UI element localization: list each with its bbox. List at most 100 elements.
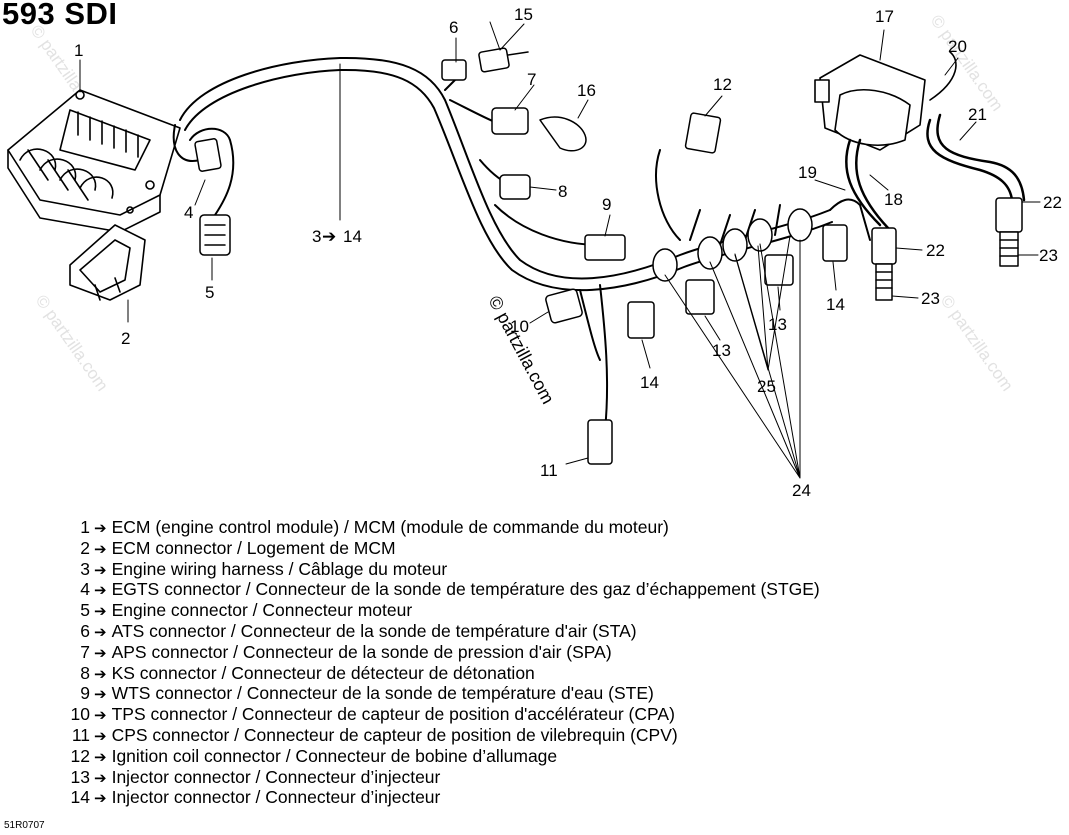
callout-19: 19: [798, 163, 817, 182]
arrow-icon: ➔: [94, 540, 107, 558]
parts-legend: 1➔ECM (engine control module) / MCM (mod…: [62, 517, 1052, 808]
arrow-icon: ➔: [94, 644, 107, 662]
callout-3: 3: [312, 227, 321, 246]
callout-1: 1: [74, 41, 83, 60]
legend-text: Ignition coil connector / Connecteur de …: [111, 745, 558, 766]
legend-number: 5: [80, 600, 90, 621]
callout-12: 12: [713, 75, 732, 94]
engine-wiring-harness: [172, 56, 871, 431]
legend-text: Injector connector / Connecteur d’inject…: [111, 766, 441, 787]
watermark-faint: © partzilla.com: [927, 11, 1007, 114]
legend-row: 13➔Injector connector / Connecteur d’inj…: [62, 767, 1052, 788]
legend-number: 10: [70, 704, 90, 725]
callout-17: 17: [875, 7, 894, 26]
legend-text: ATS connector / Connecteur de la sonde d…: [111, 620, 637, 641]
callout-20: 20: [948, 37, 967, 56]
legend-row: 14➔Injector connector / Connecteur d’inj…: [62, 787, 1052, 808]
callout-3-arrow: ➔: [322, 227, 336, 246]
callout-10: 10: [510, 317, 529, 336]
legend-number: 11: [71, 724, 90, 745]
arrow-icon: ➔: [94, 603, 107, 621]
legend-row: 7➔APS connector / Connecteur de la sonde…: [62, 642, 1052, 663]
callout-22-a: 22: [1043, 193, 1062, 212]
spark-plugs: [871, 197, 1023, 301]
callout-7: 7: [527, 70, 536, 89]
arrow-icon: ➔: [94, 520, 107, 537]
legend-number: 3: [80, 558, 90, 579]
callout-14-b: 14: [826, 295, 845, 314]
spark-plug-cables: [845, 113, 1026, 230]
callout-23-b: 23: [921, 289, 940, 308]
callout-24: 24: [792, 481, 811, 500]
diagram-title: 593 SDI: [2, 0, 118, 31]
legend-row: 5➔Engine connector / Connecteur moteur: [62, 600, 1052, 621]
legend-text: Engine wiring harness / Câblage du moteu…: [111, 558, 448, 579]
ignition-coil: [814, 51, 957, 151]
legend-text: WTS connector / Connecteur de la sonde d…: [111, 683, 654, 704]
legend-text: KS connector / Connecteur de détecteur d…: [111, 662, 535, 683]
callout-15: 15: [514, 5, 533, 24]
arrow-icon: ➔: [94, 623, 107, 641]
callout-5: 5: [205, 283, 214, 302]
legend-text: ECM (engine control module) / MCM (modul…: [111, 517, 669, 537]
callout-6: 6: [449, 18, 458, 37]
callout-2: 2: [121, 329, 130, 348]
callout-8: 8: [558, 182, 567, 201]
legend-text: EGTS connector / Connecteur de la sonde …: [111, 579, 820, 600]
callout-numbers: 1 2 3 ➔ 14 4 5 6 7 8 9 10 11 12 13 13 14…: [74, 5, 1062, 500]
legend-number: 1: [80, 517, 90, 537]
drawing-code: 51R0707: [4, 820, 45, 831]
legend-number: 12: [70, 745, 90, 766]
legend-row: 2➔ECM connector / Logement de MCM: [62, 538, 1052, 559]
legend-number: 8: [80, 662, 90, 683]
arrow-icon: ➔: [94, 707, 107, 725]
legend-number: 9: [80, 683, 90, 704]
legend-text: Injector connector / Connecteur d’inject…: [111, 787, 441, 808]
callout-3-14: 14: [343, 227, 362, 246]
arrow-icon: ➔: [94, 686, 107, 704]
callout-18: 18: [884, 190, 903, 209]
legend-row: 12➔Ignition coil connector / Connecteur …: [62, 746, 1052, 767]
central-watermark: © partzilla.com: [484, 292, 558, 407]
leader-lines: [79, 21, 1041, 479]
legend-number: 7: [80, 641, 90, 662]
legend-row: 6➔ATS connector / Connecteur de la sonde…: [62, 621, 1052, 642]
arrow-icon: ➔: [94, 665, 107, 683]
arrow-icon: ➔: [94, 769, 107, 787]
legend-number: 13: [70, 766, 90, 787]
ecm-module: [7, 89, 181, 233]
legend-text: CPS connector / Connecteur de capteur de…: [111, 724, 678, 745]
legend-number: 6: [80, 620, 90, 641]
watermark-text: © partzilla.com: [484, 292, 558, 407]
legend-text: APS connector / Connecteur de la sonde d…: [111, 641, 612, 662]
arrow-icon: ➔: [94, 727, 107, 745]
callout-25: 25: [757, 377, 776, 396]
callout-13-a: 13: [712, 341, 731, 360]
callout-9: 9: [602, 195, 611, 214]
arrow-icon: ➔: [94, 561, 107, 579]
wiring-harness-diagram: © partzilla.com © partzilla.com © partzi…: [7, 5, 1062, 500]
legend-text: ECM connector / Logement de MCM: [111, 537, 396, 558]
connectors: [194, 47, 848, 465]
legend-row: 11➔CPS connector / Connecteur de capteur…: [62, 725, 1052, 746]
legend-row: 8➔KS connector / Connecteur de détecteur…: [62, 663, 1052, 684]
callout-22-b: 22: [926, 241, 945, 260]
legend-text: Engine connector / Connecteur moteur: [111, 600, 413, 621]
callout-23-a: 23: [1039, 246, 1058, 265]
ecm-connector: [69, 224, 146, 301]
legend-number: 2: [80, 537, 90, 558]
legend-row: 3➔Engine wiring harness / Câblage du mot…: [62, 559, 1052, 580]
legend-number: 14: [70, 787, 90, 808]
callout-21: 21: [968, 105, 987, 124]
arrow-icon: ➔: [94, 748, 107, 766]
callout-14-a: 14: [640, 373, 659, 392]
legend-text: TPS connector / Connecteur de capteur de…: [111, 704, 675, 725]
arrow-icon: ➔: [94, 582, 107, 600]
legend-row: 10➔TPS connector / Connecteur de capteur…: [62, 704, 1052, 725]
watermark-faint: © partzilla.com: [937, 291, 1017, 394]
arrow-icon: ➔: [94, 790, 107, 808]
legend-row: 1➔ECM (engine control module) / MCM (mod…: [62, 517, 1052, 538]
callout-4: 4: [184, 203, 193, 222]
callout-11: 11: [540, 461, 558, 480]
legend-number: 4: [80, 579, 90, 600]
